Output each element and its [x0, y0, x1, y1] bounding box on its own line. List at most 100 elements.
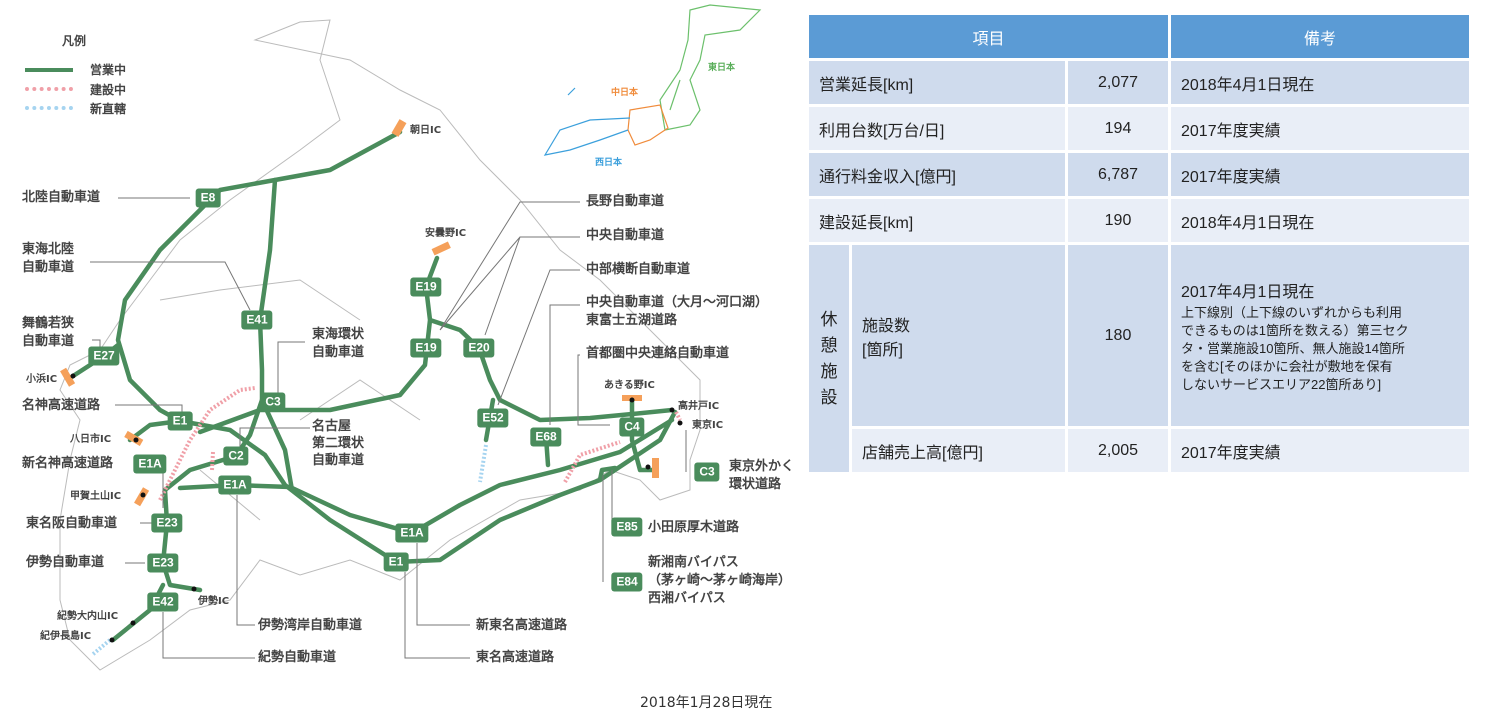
road-label: 西湘バイパス [648, 591, 726, 606]
route-shield: E1 [167, 411, 193, 431]
legend-new-direct: 新直轄 [90, 102, 127, 116]
route-shield: E1 [383, 552, 409, 572]
road-label: 伊勢湾岸自動車道 [258, 618, 363, 633]
map-date-note: 2018年1月28日現在 [640, 695, 773, 711]
road-label: 東京外かく [729, 459, 795, 474]
row-value: 180 [1065, 242, 1171, 429]
road-label: 新名神高速道路 [22, 456, 114, 471]
route-shield: C3 [694, 462, 720, 482]
row-note: 2017年度実績 [1168, 426, 1472, 475]
ic-label: 紀伊長島IC [40, 631, 92, 642]
group-label-char: 施 [820, 361, 838, 381]
row-item: 通行料金収入[億円] [806, 150, 1068, 199]
inset-label-central: 中日本 [611, 88, 639, 98]
row-value: 6,787 [1065, 150, 1171, 199]
road-label: 中部横断自動車道 [586, 262, 691, 277]
ic-label: 安曇野IC [425, 228, 467, 239]
note-line: を含む[そのほかに会社が敷地を保有 [1181, 358, 1393, 374]
note-line: しないサービスエリア22箇所あり] [1181, 376, 1382, 392]
route-shield: E68 [530, 427, 562, 447]
road-e85 [597, 465, 618, 483]
inset-japan-map [543, 4, 762, 156]
road-label: 長野自動車道 [586, 194, 665, 209]
road-label: 自動車道 [312, 345, 365, 360]
legend-construction: 建設中 [90, 83, 127, 97]
route-shield: E1A [218, 475, 252, 495]
road-label: 東富士五湖道路 [586, 313, 678, 328]
road-label: 新湘南バイパス [648, 555, 739, 570]
road-label: 中央自動車道 [586, 228, 665, 243]
road-e1a [162, 417, 675, 536]
route-shield: E41 [241, 310, 273, 330]
ic-label: 東京IC [692, 420, 724, 431]
ic-label: 紀勢大内山IC [57, 611, 119, 622]
row-item: 建設延長[km] [806, 196, 1068, 245]
road-label: 伊勢自動車道 [26, 555, 105, 570]
legend-construction-line [25, 87, 73, 91]
leader-lines [90, 197, 687, 659]
row-value: 2,005 [1065, 426, 1171, 475]
road-label: （茅ヶ崎～茅ヶ崎海岸） [648, 573, 792, 588]
route-shield: E84 [611, 572, 643, 592]
ic-label: 八日市IC [70, 434, 112, 445]
route-shield: E19 [410, 277, 442, 297]
row-note-date: 2017年4月1日現在 [1181, 283, 1315, 301]
road-label: 東名高速道路 [476, 650, 555, 665]
roads-construction [158, 386, 682, 501]
road-label: 東海北陸 [22, 242, 75, 257]
inset-label-east: 東日本 [708, 63, 736, 73]
road-e8 [115, 129, 403, 424]
group-label-rest-facilities: 休 憩 施 設 [806, 242, 852, 475]
road-label: 自動車道 [22, 260, 75, 275]
legend-open-line [25, 68, 73, 72]
row-value: 190 [1065, 196, 1171, 245]
summary-table: 項目 備考 営業延長[km] 2,077 2018年4月1日現在 利用台数[万台… [806, 12, 1472, 475]
note-line: できるものは1箇所を数える）第三セク [1181, 322, 1409, 338]
road-label: 自動車道 [22, 334, 75, 349]
road-label: 第二環状 [312, 436, 365, 451]
road-label: 北陸自動車道 [22, 190, 101, 205]
road-e41 [233, 177, 278, 459]
table-row: 営業延長[km] 2,077 2018年4月1日現在 [806, 58, 1472, 107]
row-item: 施設数 [箇所] [849, 242, 1068, 429]
group-label-char: 休 [820, 309, 838, 329]
inset-label-west: 西日本 [595, 158, 623, 168]
route-shield: E20 [463, 338, 495, 358]
road-label: 名古屋 [312, 419, 352, 434]
coastline [59, 19, 701, 671]
route-shield: C4 [619, 417, 645, 437]
header-note: 備考 [1168, 12, 1472, 61]
route-shield: E23 [147, 553, 179, 573]
route-shield: E85 [611, 517, 643, 537]
row-value: 194 [1065, 104, 1171, 153]
table-row: 店舗売上高[億円] 2,005 2017年度実績 [807, 426, 1472, 475]
row-item: 店舗売上高[億円] [849, 426, 1068, 475]
ic-label: 高井戸IC [678, 401, 720, 412]
ic-label: 甲賀土山IC [70, 491, 122, 502]
row-item: 利用台数[万台/日] [806, 104, 1068, 153]
route-shield: E23 [151, 513, 183, 533]
note-line: タ・営業施設10箇所、無人施設14箇所 [1181, 340, 1405, 356]
table-row: 休 憩 施 設 施設数 [箇所] 180 2017年4月1日現在 上下線別（上下… [806, 242, 1472, 475]
row-item-line: [箇所] [862, 341, 903, 359]
row-note: 2017年度実績 [1168, 104, 1472, 153]
row-note: 2017年4月1日現在 上下線別（上下線のいずれからも利用 できるものは1箇所を… [1168, 242, 1472, 429]
road-label: 中央自動車道（大月～河口湖） [586, 295, 769, 310]
table-header-row: 項目 備考 [806, 12, 1472, 61]
row-note-detail: 上下線別（上下線のいずれからも利用 できるものは1箇所を数える）第三セク タ・営… [1181, 304, 1459, 394]
row-item-line: 施設数 [862, 317, 911, 335]
table-row: 利用台数[万台/日] 194 2017年度実績 [806, 104, 1472, 153]
ic-label: 伊勢IC [198, 596, 230, 607]
route-shield: E27 [88, 346, 120, 366]
road-label: 東名阪自動車道 [26, 516, 118, 531]
road-label: 名神高速道路 [22, 398, 101, 413]
ic-label: あきる野IC [604, 380, 655, 391]
ic-label: 小浜IC [26, 374, 58, 385]
route-shield: C3 [260, 392, 286, 412]
legend-new-direct-line [25, 106, 73, 110]
road-label: 舞鶴若狭 [22, 316, 75, 331]
row-note: 2018年4月1日現在 [1168, 196, 1472, 245]
route-shield: E8 [195, 188, 221, 208]
route-shield: E1A [133, 454, 167, 474]
road-label: 新東名高速道路 [476, 618, 568, 633]
